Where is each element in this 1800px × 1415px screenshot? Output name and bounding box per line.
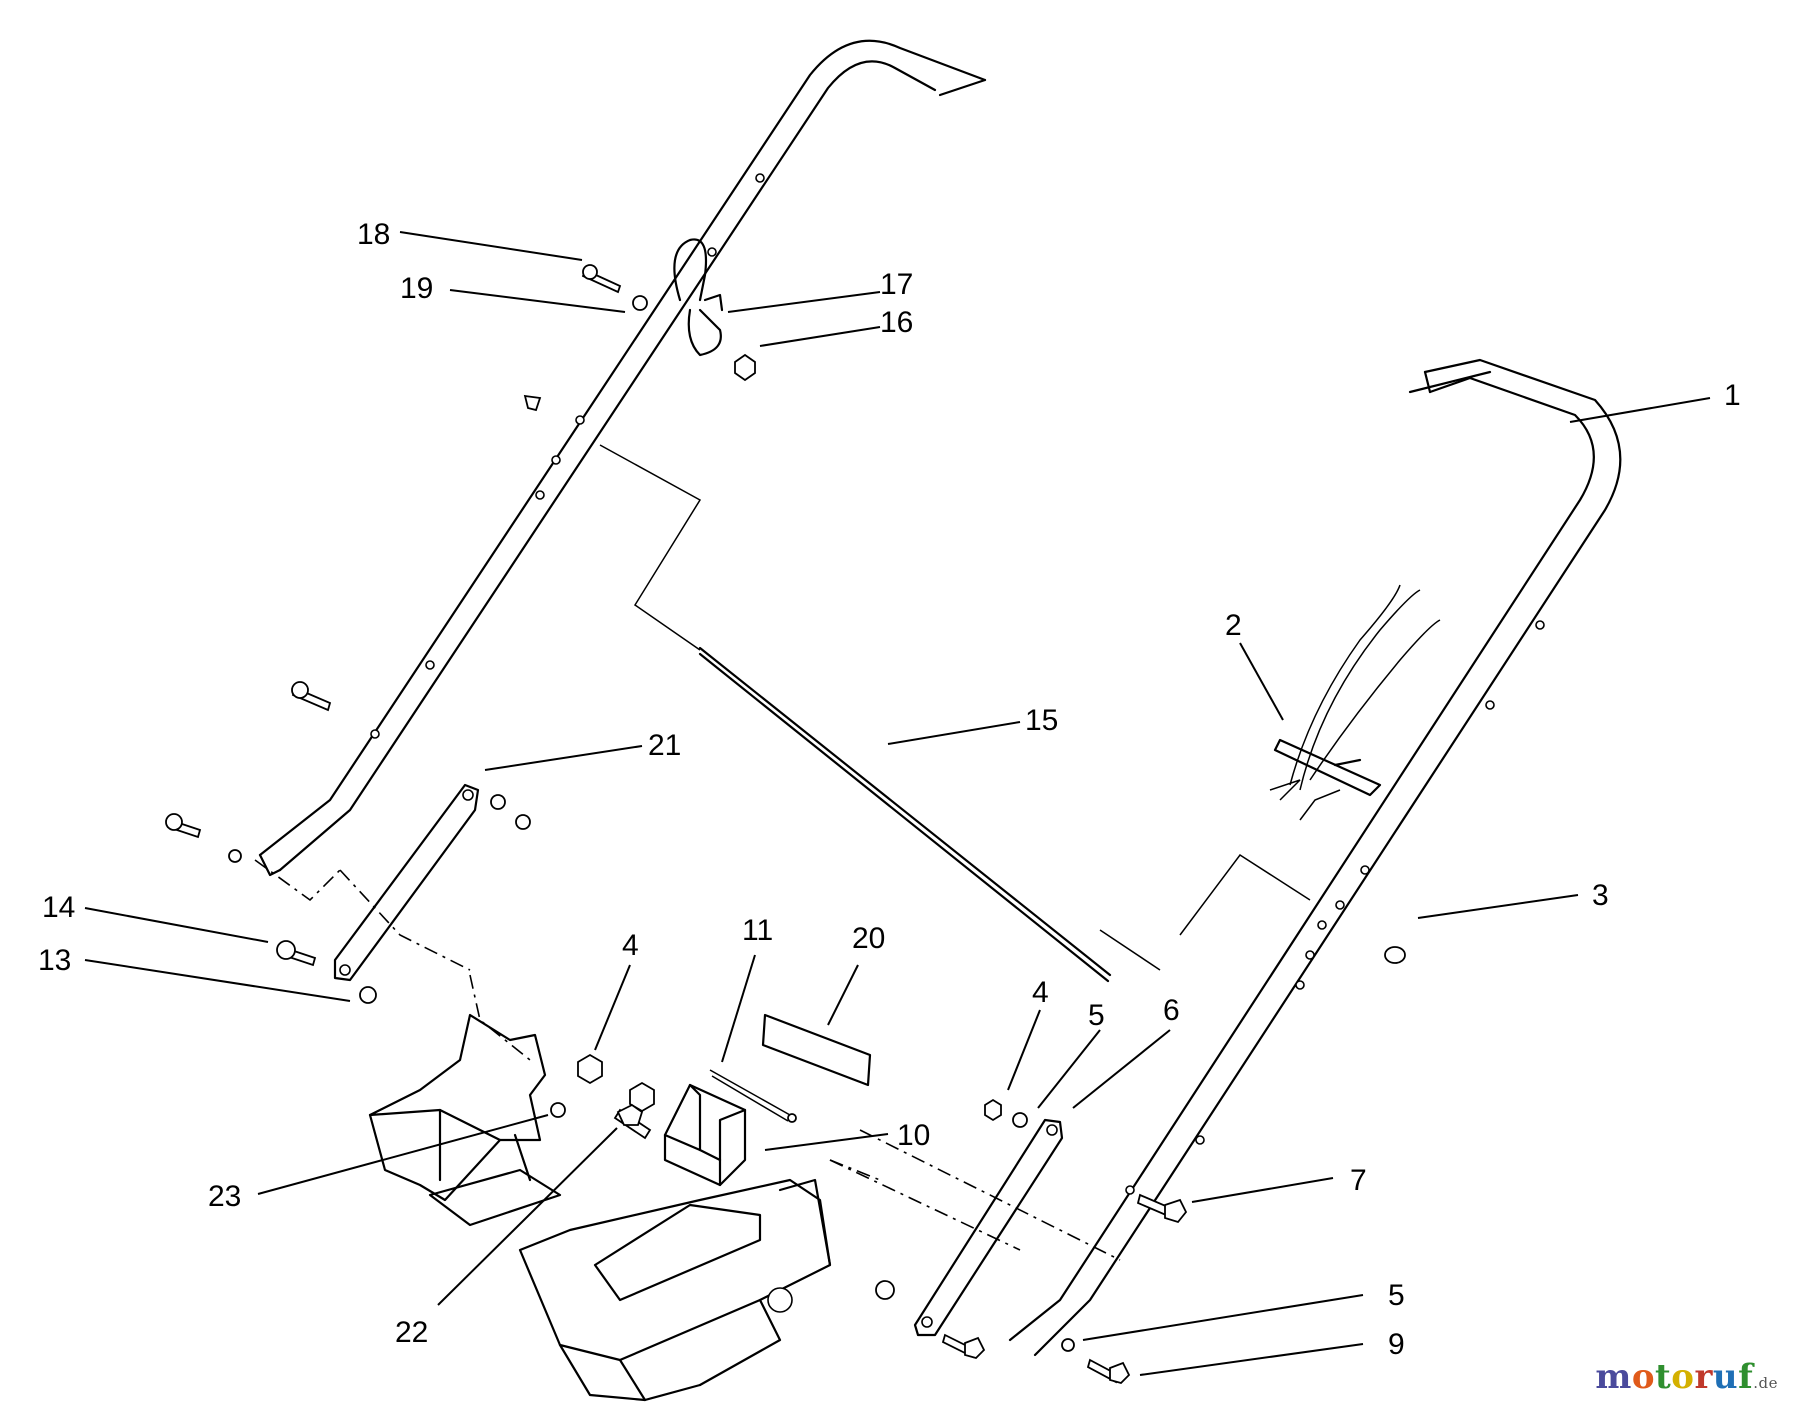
callout-16: 16 [880,306,913,339]
watermark-letter: r [1694,1357,1713,1397]
callout-15: 15 [1025,704,1058,737]
callout-14: 14 [42,891,75,924]
callout-22: 22 [395,1316,428,1349]
callout-19: 19 [400,272,433,305]
chute-assembly [368,1013,832,1402]
callout-21: 21 [648,729,681,762]
callout-5-lower: 5 [1388,1279,1405,1312]
callout-18: 18 [357,218,390,251]
hardware [165,264,1406,1385]
watermark-suffix: .de [1753,1374,1778,1392]
bracket-part-10 [663,1083,747,1187]
cable-ties-part-2 [1269,584,1441,821]
watermark-logo: motoruf.de [1595,1357,1778,1397]
watermark-letter: u [1712,1357,1739,1397]
callout-20: 20 [852,922,885,955]
callout-9: 9 [1388,1328,1405,1361]
decal-part-20 [761,1013,872,1087]
cable-guide-part-17 [673,238,724,357]
handle-right-arm [1008,358,1622,1357]
callout-2: 2 [1225,609,1242,642]
callout-4-right: 4 [1032,976,1049,1009]
callout-23: 23 [208,1180,241,1213]
callout-17: 17 [880,268,913,301]
callout-5-upper: 5 [1088,999,1105,1032]
reference-lines [254,444,1311,1261]
rod-part-15 [698,646,1112,983]
callout-13: 13 [38,944,71,977]
callout-6: 6 [1163,994,1180,1027]
callout-labels: 18 19 17 16 1 2 15 21 3 14 13 4 11 20 4 … [38,218,1741,1361]
callout-10: 10 [897,1119,930,1152]
callout-1: 1 [1724,379,1741,412]
callout-3: 3 [1592,879,1609,912]
watermark-letter: m [1595,1357,1632,1397]
watermark-letter: f [1738,1357,1754,1397]
callout-11: 11 [742,914,773,947]
upper-handle-left-arm [258,39,987,877]
watermark-letter: o [1671,1357,1695,1397]
leader-lines [84,231,1711,1376]
spring-part-11 [709,1069,797,1123]
callout-7: 7 [1350,1164,1367,1197]
callout-4-left: 4 [622,929,639,962]
watermark-letter: o [1631,1357,1656,1397]
watermark-letter: t [1655,1357,1672,1397]
